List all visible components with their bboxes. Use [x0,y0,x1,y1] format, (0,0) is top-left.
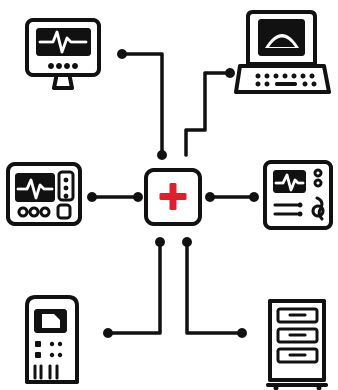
hub-box [144,168,202,226]
medical-cross-icon [159,183,187,210]
connector-node-left-end [133,192,143,202]
infusion-pump-icon [25,295,79,384]
connector-medical-cabinet [185,240,244,335]
connector-node-cabinet-start [182,237,192,247]
connector-node-left-start [87,192,97,202]
patient-monitor-icon [6,162,82,226]
connector-node-ecg-end [157,150,167,160]
connector-ultrasound [184,71,232,157]
connector-ecg-monitor [120,52,164,157]
connector-node-right-start [205,192,215,202]
ecg-monitor-icon [25,18,101,90]
connector-infusion-pump [106,240,162,335]
connector-node-cabinet-end [237,328,247,338]
vital-signs-panel-icon [263,160,333,230]
medical-cabinet-icon [266,299,328,390]
ultrasound-laptop-icon [234,10,331,94]
connector-node-right-end [249,192,259,202]
hub [144,168,202,226]
connector-node-pump-end [103,328,113,338]
connector-node-pump-start [155,237,165,247]
connector-node-ecg-start [117,49,127,59]
connector-node-ultrasound-start [225,68,235,78]
connectors [87,49,259,338]
